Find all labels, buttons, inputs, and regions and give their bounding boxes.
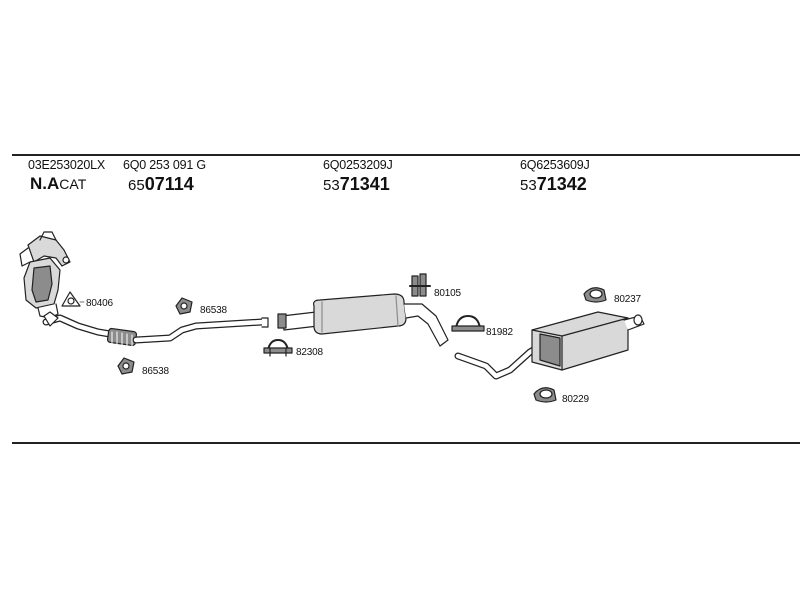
catalyst-label: N.ACAT xyxy=(30,174,86,194)
catalytic-converter-part[interactable] xyxy=(19,231,71,319)
hanger-80229-part[interactable] xyxy=(533,387,557,403)
oem-number-catalyst: 03E253020LX xyxy=(28,158,106,172)
part-number-main: 71342 xyxy=(536,174,587,194)
hanger-80237-part[interactable] xyxy=(583,287,607,303)
part-number-prefix: 53 xyxy=(323,177,340,194)
clamp-81982-part[interactable] xyxy=(451,315,485,332)
part-number-middle-silencer: 5371341 xyxy=(323,174,390,195)
front-pipe-part[interactable] xyxy=(42,311,269,348)
part-number-main: 71341 xyxy=(339,174,390,194)
callout-80237: 80237 xyxy=(614,294,641,305)
gasket-80406-part[interactable] xyxy=(61,291,81,307)
part-number-prefix: 65 xyxy=(128,177,145,194)
middle-silencer-part[interactable] xyxy=(277,293,449,347)
oem-number-middle-silencer: 6Q0253209J xyxy=(323,158,393,172)
clamp-86538-bottom-part[interactable] xyxy=(117,357,135,375)
callout-86538-top: 86538 xyxy=(200,305,227,316)
top-divider xyxy=(12,154,800,156)
callout-80229: 80229 xyxy=(562,394,589,405)
catalyst-label-cat: CAT xyxy=(59,176,87,192)
oem-number-rear-silencer: 6Q6253609J xyxy=(520,158,590,172)
bottom-divider xyxy=(12,442,800,444)
callout-86538-bottom: 86538 xyxy=(142,366,169,377)
callout-80406: 80406 xyxy=(86,298,113,309)
rear-silencer-part[interactable] xyxy=(454,311,645,380)
callout-82308: 82308 xyxy=(296,347,323,358)
oem-number-front-pipe: 6Q0 253 091 G xyxy=(123,158,206,172)
catalyst-label-na: N.A xyxy=(30,174,60,193)
part-number-prefix: 53 xyxy=(520,177,537,194)
part-number-main: 07114 xyxy=(144,174,194,194)
callout-80105: 80105 xyxy=(434,288,461,299)
callout-81982: 81982 xyxy=(486,327,513,338)
part-number-front-pipe: 6507114 xyxy=(128,174,194,195)
hanger-80105-part[interactable] xyxy=(409,273,431,297)
part-number-rear-silencer: 5371342 xyxy=(520,174,587,195)
clamp-82308-part[interactable] xyxy=(263,339,293,357)
clamp-86538-top-part[interactable] xyxy=(175,297,193,315)
